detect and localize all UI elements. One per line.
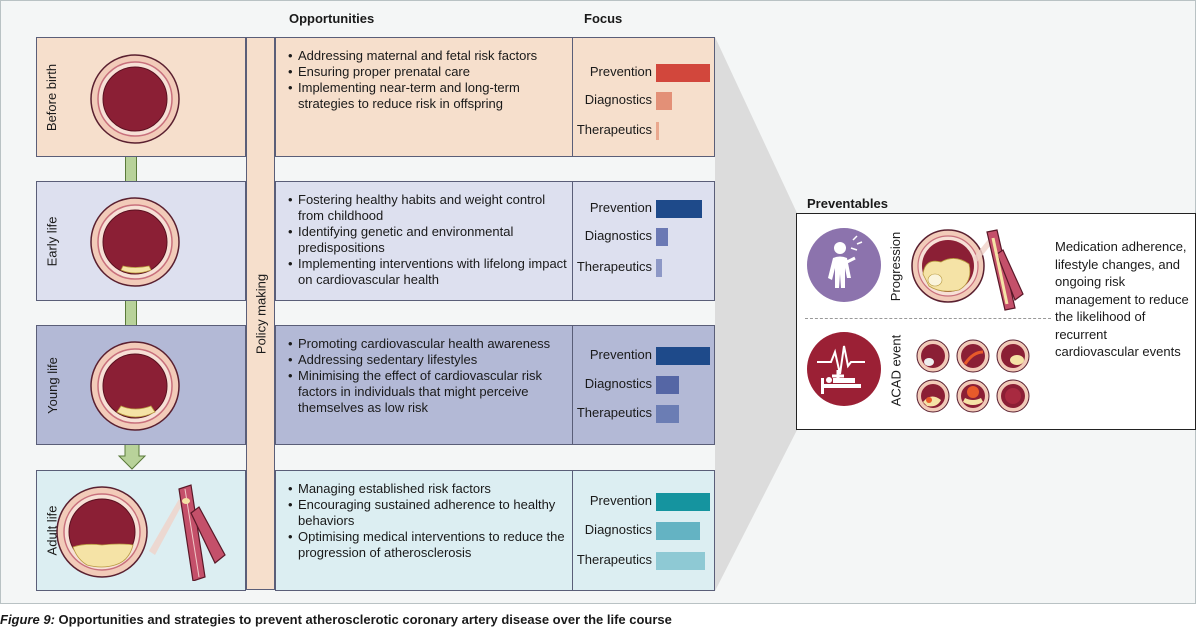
artery-plaque-icon (911, 229, 1024, 311)
stage-connector (125, 300, 137, 326)
prevention-label: Prevention (589, 347, 652, 362)
opportunities-panel-young-life: Promoting cardiovascular health awarenes… (275, 325, 715, 445)
artery-cross-section-icon (90, 197, 180, 287)
progression-circle (807, 228, 881, 302)
therapeutics-label: Therapeutics (576, 259, 652, 274)
diagnostics-bar (656, 228, 668, 246)
list-item: Implementing near-term and long-term str… (288, 80, 568, 112)
therapeutics-bar (656, 259, 662, 277)
therapeutics-bar (656, 405, 679, 423)
list-item: Minimising the effect of cardiovascular … (288, 368, 568, 416)
artery-cross-section-icon (90, 341, 180, 431)
prevention-bar (656, 493, 710, 511)
opportunities-list: Fostering healthy habits and weight cont… (288, 192, 568, 288)
diagnostics-label: Diagnostics (584, 522, 652, 537)
list-item: Managing established risk factors (288, 481, 568, 497)
stage-box-before-birth: Before birth (36, 37, 246, 157)
focus-header: Focus (584, 11, 623, 26)
stage-box-early-life: Early life (36, 181, 246, 301)
divider (572, 326, 573, 444)
list-item: Addressing sedentary lifestyles (288, 352, 568, 368)
acad-event-label: ACAD event (888, 334, 904, 406)
stage-label: Before birth (44, 63, 60, 131)
diagnostics-bar (656, 522, 700, 540)
policy-making-label: Policy making (253, 273, 268, 354)
funnel-shape (715, 37, 797, 591)
stage-box-young-life: Young life (36, 325, 246, 445)
therapeutics-label: Therapeutics (576, 122, 652, 137)
list-item: Addressing maternal and fetal risk facto… (288, 48, 568, 64)
diagnostics-bar (656, 376, 679, 394)
diagnostics-label: Diagnostics (584, 228, 652, 243)
prevention-label: Prevention (589, 493, 652, 508)
list-item: Promoting cardiovascular health awarenes… (288, 336, 568, 352)
policy-making-column: Policy making (246, 37, 275, 590)
opportunities-list: Managing established risk factors Encour… (288, 481, 568, 561)
opportunities-panel-early-life: Fostering healthy habits and weight cont… (275, 181, 715, 301)
opportunities-panel-before-birth: Addressing maternal and fetal risk facto… (275, 37, 715, 157)
prevention-label: Prevention (589, 64, 652, 79)
therapeutics-bar (656, 552, 705, 570)
figure-caption: Figure 9: Opportunities and strategies t… (0, 612, 672, 627)
prevention-bar (656, 347, 710, 365)
diagnostics-label: Diagnostics (584, 92, 652, 107)
blood-vessel-icon (149, 484, 226, 581)
caption-prefix: Figure 9: (0, 612, 55, 627)
list-item: Fostering healthy habits and weight cont… (288, 192, 568, 224)
prevention-label: Prevention (589, 200, 652, 215)
opportunities-list: Addressing maternal and fetal risk facto… (288, 48, 568, 112)
stage-label: Young life (44, 356, 60, 414)
artery-event-grid-icon (916, 339, 1030, 413)
divider (572, 471, 573, 590)
opportunities-panel-adult-life: Managing established risk factors Encour… (275, 470, 715, 591)
list-item: Identifying genetic and environmental pr… (288, 224, 568, 256)
person-pain-icon (828, 235, 863, 288)
divider (572, 182, 573, 300)
list-item: Implementing interventions with lifelong… (288, 256, 568, 288)
prevention-bar (656, 64, 710, 82)
therapeutics-bar (656, 122, 659, 140)
diagnostics-bar (656, 92, 672, 110)
preventables-description: Medication adherence, lifestyle changes,… (1055, 239, 1189, 359)
list-item: Optimising medical interventions to redu… (288, 529, 568, 561)
prevention-bar (656, 200, 702, 218)
stage-box-adult-life: Adult life (36, 470, 246, 591)
caption-text: Opportunities and strategies to prevent … (54, 612, 672, 627)
opportunities-header: Opportunities (289, 11, 375, 26)
preventables-panel: Progression ACAD (796, 213, 1196, 430)
stage-label: Early life (44, 216, 60, 266)
progression-label: Progression (888, 231, 904, 301)
artery-cross-section-icon (56, 486, 148, 578)
divider (805, 318, 1051, 319)
therapeutics-label: Therapeutics (576, 405, 652, 420)
divider (572, 38, 573, 156)
list-item: Encouraging sustained adherence to healt… (288, 497, 568, 529)
stage-connector (125, 156, 137, 182)
hospital-ecg-icon (817, 345, 865, 394)
arrow-down-icon (117, 444, 147, 470)
figure-panel: Opportunities Focus Before birth Early l… (0, 0, 1196, 604)
acad-circle (807, 332, 881, 406)
opportunities-list: Promoting cardiovascular health awarenes… (288, 336, 568, 416)
diagnostics-label: Diagnostics (584, 376, 652, 391)
therapeutics-label: Therapeutics (576, 552, 652, 567)
preventables-header: Preventables (807, 196, 888, 211)
list-item: Ensuring proper prenatal care (288, 64, 568, 80)
artery-cross-section-icon (90, 54, 180, 144)
